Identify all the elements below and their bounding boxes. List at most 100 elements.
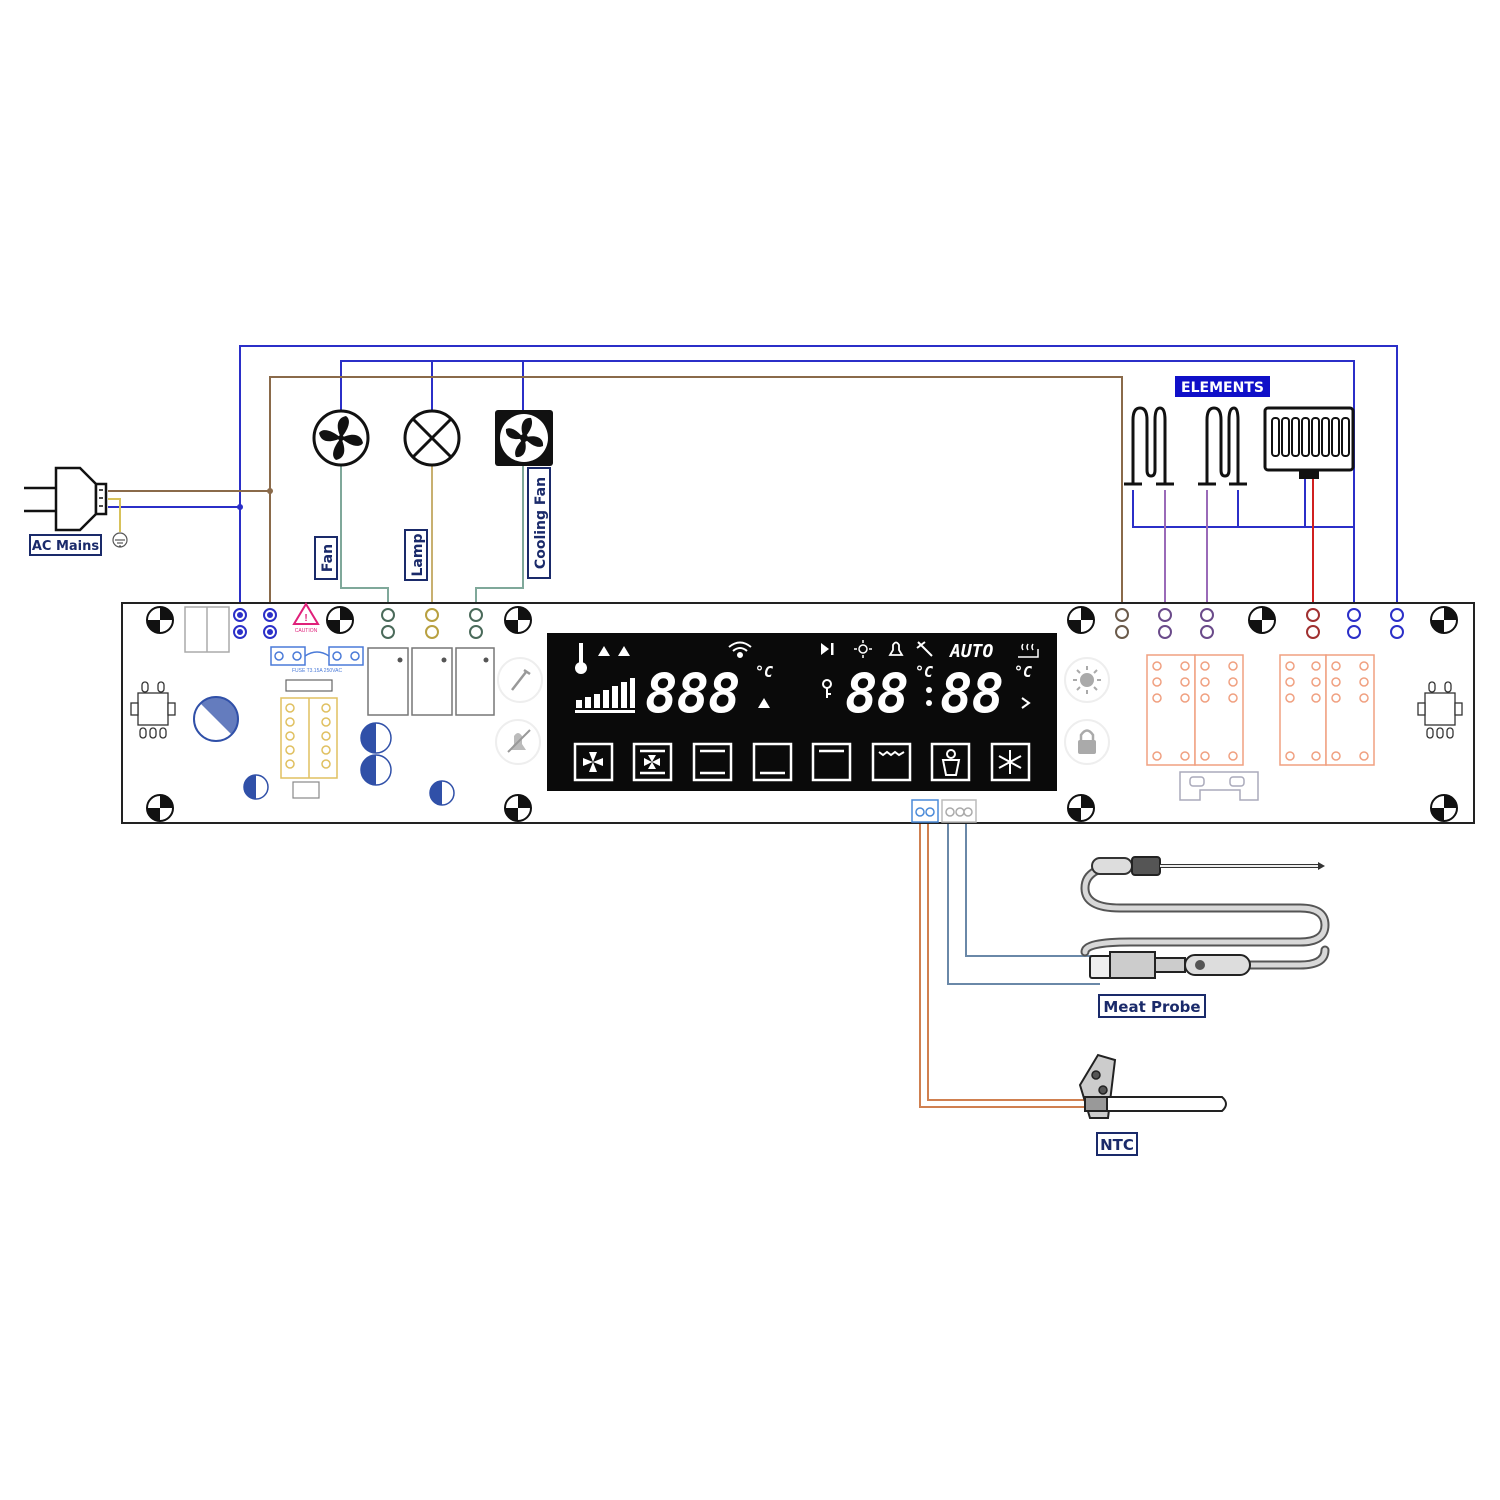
terminal-neutral-1 [1347, 608, 1361, 639]
function-icons [573, 742, 1031, 782]
bell-icon [888, 641, 904, 656]
fan-mode-icon [573, 742, 614, 782]
regulator-right [1417, 681, 1463, 739]
live-wire [269, 376, 1123, 612]
thermometer-icon [575, 643, 587, 674]
terminal-cooling-fan [469, 608, 483, 639]
temperature-digits: 888 [645, 662, 740, 725]
time-colon [926, 687, 932, 706]
mounting-hole-icon [146, 794, 174, 822]
time-unit-left: °C [915, 663, 933, 681]
load-relays [367, 647, 495, 716]
bottom-heat-mode-icon [752, 742, 793, 782]
mounting-hole-icon [1430, 606, 1458, 634]
conventional-mode-icon [692, 742, 733, 782]
meat-probe-text: Meat Probe [1103, 998, 1200, 1016]
terminal-ac-n [233, 608, 247, 639]
cooling-fan-wire [475, 466, 524, 612]
lamp-icon [403, 409, 461, 467]
neutral-wire-outer [239, 345, 1398, 612]
element-relays [1146, 654, 1375, 766]
cooling-fan-icon [495, 410, 553, 466]
terminal-top-heater [1158, 608, 1172, 639]
arrow-up-icon [758, 698, 770, 708]
terminal-lamp [425, 608, 439, 639]
lock-touch-key[interactable] [1064, 719, 1110, 765]
time-hours-digits: 88 [845, 662, 908, 725]
elements-label: ELEMENTS [1175, 376, 1270, 397]
terminal-bottom-heater [1200, 608, 1214, 639]
terminal-grill [1306, 608, 1320, 639]
wifi-icon [728, 641, 752, 658]
ac-mains-label: AC Mains [29, 534, 102, 556]
light-touch-key[interactable] [1064, 657, 1110, 703]
transformer-block [280, 697, 338, 779]
regulator-left [130, 681, 176, 739]
mounting-holes [146, 606, 1458, 822]
plug-icon [24, 466, 108, 532]
steam-icon [1018, 643, 1039, 658]
snowflake-icon [990, 742, 1031, 782]
mounting-hole-icon [504, 606, 532, 634]
mounting-hole-icon [1248, 606, 1276, 634]
probe-touch-key[interactable] [497, 657, 543, 703]
time-minutes-digits: 88 [940, 662, 1003, 725]
mounting-hole-icon [504, 794, 532, 822]
cooling-fan-label: Cooling Fan [527, 467, 551, 579]
pcb-left-components: ! CAUTION FUSE T3.15A 250VAC [130, 602, 495, 806]
lock-icon [1078, 729, 1096, 754]
fan-icon [312, 409, 370, 467]
defrost-mode-icon [930, 742, 971, 782]
grill-element-icon [1263, 406, 1355, 479]
arrow-up-icon [598, 646, 610, 656]
fan-label: Fan [314, 536, 338, 580]
caution-icon: ! [292, 602, 320, 625]
meat-probe-label: Meat Probe [1098, 994, 1206, 1018]
probe-connector [941, 799, 977, 823]
wiring [108, 345, 1398, 1108]
heating-element-2-icon [1198, 406, 1247, 486]
arrow-up-icon [618, 646, 630, 656]
ntc-text: NTC [1100, 1136, 1134, 1154]
mute-touch-key[interactable] [495, 719, 541, 765]
caution-text: CAUTION [295, 628, 318, 634]
svg-text:!: ! [304, 613, 307, 624]
probe-display-icon [916, 641, 933, 657]
top-heat-mode-icon [811, 742, 852, 782]
terminal-neutral-2 [1390, 608, 1404, 639]
temperature-unit: °C [755, 663, 773, 681]
grill-mode-icon [871, 742, 912, 782]
capacitor-large [193, 696, 239, 742]
elements-common-wire [1132, 490, 1354, 528]
mounting-hole-icon [1067, 794, 1095, 822]
ac-mains-text: AC Mains [32, 539, 100, 554]
heating-element-icon [1124, 406, 1174, 486]
ntc-sensor-icon [1078, 1053, 1227, 1119]
heatsink-bracket [1179, 771, 1259, 801]
terminals [233, 608, 1404, 639]
key-icon [822, 679, 832, 698]
sun-icon [854, 640, 872, 658]
mounting-hole-icon [1067, 606, 1095, 634]
fuse-text: FUSE T3.15A 250VAC [292, 668, 343, 674]
light-icon [1073, 666, 1101, 694]
cooling-fan-text: Cooling Fan [533, 477, 549, 569]
mounting-hole-icon [146, 606, 174, 634]
terminal-live-out [1115, 608, 1129, 639]
chevron-right-icon [1021, 697, 1031, 709]
skip-icon [821, 643, 834, 655]
time-unit-right: °C [1014, 663, 1032, 681]
mounting-hole-icon [326, 606, 354, 634]
ntc-wire-b [927, 818, 1085, 1101]
ground-symbol-icon [112, 532, 128, 548]
neutral-wire-rail [340, 360, 1355, 612]
mounting-hole-icon [1430, 794, 1458, 822]
plug-ground-wire [108, 498, 121, 532]
fan-wire [340, 466, 389, 612]
meat-probe-icon [1080, 856, 1330, 979]
lcd-display: 888 °C AUTO [547, 633, 1057, 791]
fan-heat-mode-icon [632, 742, 673, 782]
lamp-label: Lamp [404, 529, 428, 581]
ntc-connector [911, 799, 939, 823]
